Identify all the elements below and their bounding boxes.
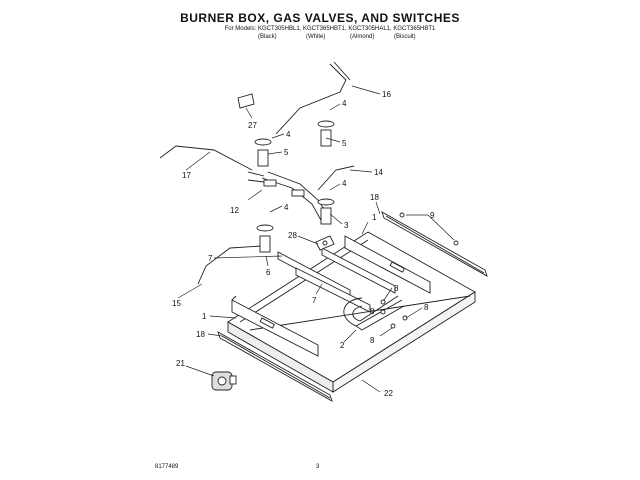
callout-7-dup: 7 [312,296,317,305]
leader-lines [177,85,455,393]
callout-16: 16 [382,90,391,99]
callout-9: 9 [430,211,435,220]
model-numbers: For Models: KGCT305HBL1, KGCT365HBT1, KG… [224,26,436,32]
switch-27 [237,93,255,109]
callout-5-b: 5 [284,148,289,157]
color-black: (Black) [258,34,277,40]
gas-tube-16-end [333,61,351,81]
callout-18-a: 18 [370,193,379,202]
burner-box-tray [227,231,476,393]
callout-1-b: 1 [202,312,207,321]
callout-17: 17 [182,171,191,180]
bracket-28 [315,235,335,251]
callout-28: 28 [288,231,297,240]
gas-tube-17 [159,145,253,171]
callout-7: 7 [208,254,213,263]
valve-upper-right [317,120,335,147]
callout-8-a: 8 [394,284,399,293]
page-number: 3 [316,464,320,470]
burner-2 [343,295,405,331]
callout-8-c: 8 [424,303,429,312]
callout-4-a: 4 [342,99,347,108]
callout-4-c: 4 [342,179,347,188]
burner-channels [277,247,396,313]
valve-middle-right [317,198,335,225]
callout-18-b: 18 [196,330,205,339]
part-number: 8177489 [155,464,179,470]
callout-8-b: 8 [370,307,375,316]
callout-22: 22 [384,389,393,398]
side-rail-right [381,211,488,277]
bracket-right [344,235,431,294]
callout-8-d: 8 [370,336,375,345]
burner-tube-12 [247,171,331,223]
valve-lower-left [256,224,274,253]
color-white: (White) [306,34,326,40]
side-rail-left [217,331,333,402]
diagram-title: BURNER BOX, GAS VALVES, AND SWITCHES [180,11,460,25]
gas-tube-14 [317,165,355,191]
callout-5-a: 5 [342,139,347,148]
screws [380,212,459,329]
callout-4-d: 4 [284,203,289,212]
callout-27: 27 [248,121,257,130]
callout-6: 6 [266,268,271,277]
callout-14: 14 [374,168,383,177]
color-biscuit: (Biscuit) [394,34,416,40]
callout-3: 3 [344,221,349,230]
color-almond: (Almond) [350,34,375,40]
callout-15: 15 [172,299,181,308]
regulator-21 [211,371,237,391]
gas-tube-15 [197,245,263,285]
bracket-left [231,295,319,357]
callout-1-a: 1 [372,213,377,222]
callout-4-b: 4 [286,130,291,139]
gas-tube-16 [275,63,347,135]
callout-2: 2 [340,341,345,350]
callout-12: 12 [230,206,239,215]
valve-upper-left [254,138,272,167]
callout-21: 21 [176,359,185,368]
